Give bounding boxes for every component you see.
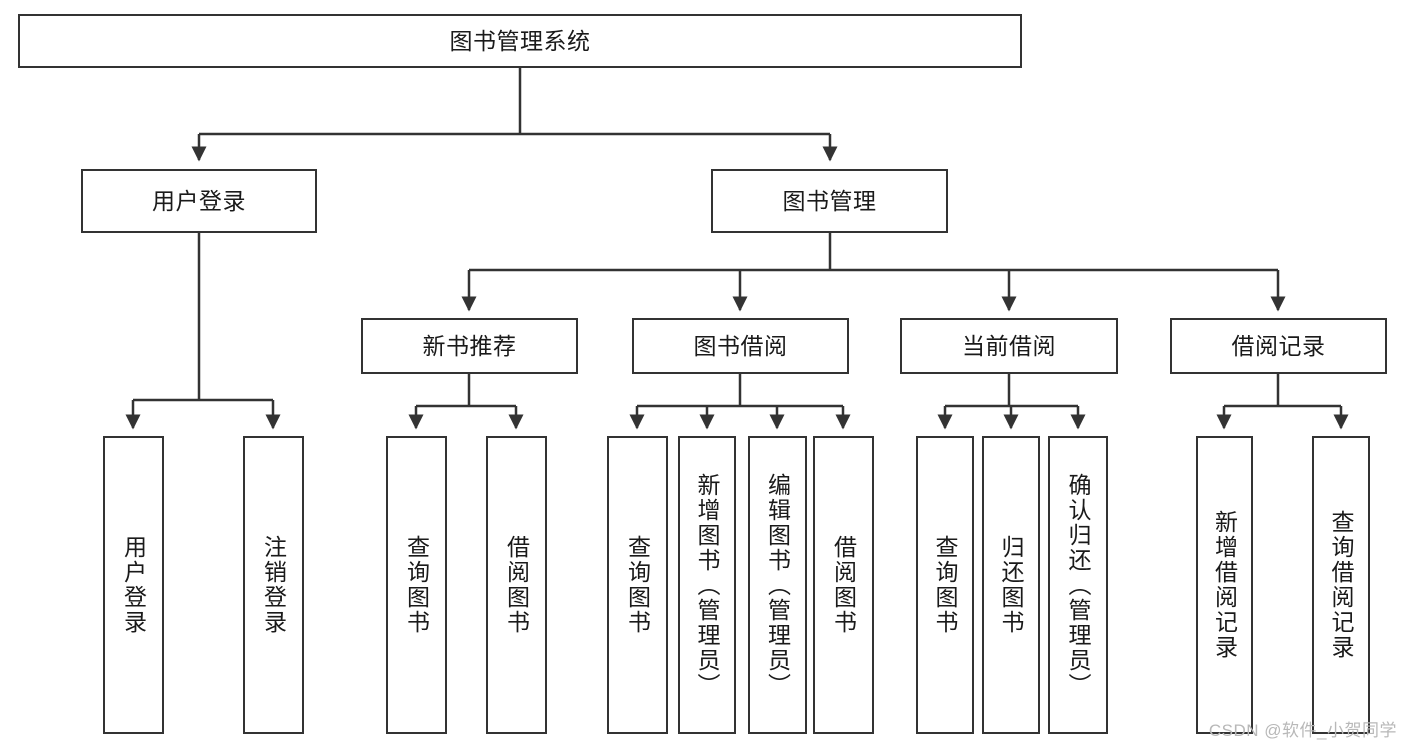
node-level3-1[interactable]: 新书推荐 — [361, 318, 578, 374]
node-label: 当前借阅 — [962, 332, 1056, 359]
node-leaf-2[interactable]: 注销登录 — [243, 436, 304, 734]
node-label: 借阅记录 — [1231, 332, 1326, 359]
node-label: 用户登录 — [152, 187, 246, 214]
csdn-watermark: CSDN @软件_小贺同学 — [1208, 721, 1397, 740]
node-root[interactable]: 图书管理系统 — [18, 14, 1022, 68]
node-label: 图书管理 — [782, 187, 877, 214]
node-level2-1[interactable]: 用户登录 — [81, 169, 317, 233]
node-label: 图书借阅 — [693, 332, 788, 359]
node-leaf-5[interactable]: 查询图书 — [607, 436, 668, 734]
node-leaf-7[interactable]: 编辑图书（管理员） — [748, 436, 807, 734]
node-label: 图书管理系统 — [449, 27, 591, 54]
node-label: 借阅图书 — [830, 535, 857, 635]
node-label: 新增图书（管理员） — [694, 472, 721, 698]
node-leaf-11[interactable]: 确认归还（管理员） — [1048, 436, 1108, 734]
node-leaf-12[interactable]: 新增借阅记录 — [1196, 436, 1253, 734]
node-leaf-8[interactable]: 借阅图书 — [813, 436, 874, 734]
node-leaf-13[interactable]: 查询借阅记录 — [1312, 436, 1370, 734]
node-label: 查询借阅记录 — [1328, 510, 1355, 660]
node-label: 查询图书 — [403, 535, 430, 635]
node-level2-2[interactable]: 图书管理 — [711, 169, 948, 233]
node-leaf-6[interactable]: 新增图书（管理员） — [678, 436, 736, 734]
node-label: 新书推荐 — [422, 332, 517, 359]
node-leaf-4[interactable]: 借阅图书 — [486, 436, 547, 734]
node-leaf-10[interactable]: 归还图书 — [982, 436, 1040, 734]
node-leaf-3[interactable]: 查询图书 — [386, 436, 447, 734]
node-label: 归还图书 — [998, 535, 1025, 635]
node-leaf-1[interactable]: 用户登录 — [103, 436, 164, 734]
node-leaf-9[interactable]: 查询图书 — [916, 436, 974, 734]
node-label: 借阅图书 — [503, 535, 530, 635]
node-label: 编辑图书（管理员） — [764, 472, 791, 698]
node-level3-3[interactable]: 当前借阅 — [900, 318, 1118, 374]
node-level3-4[interactable]: 借阅记录 — [1170, 318, 1387, 374]
node-label: 确认归还（管理员） — [1065, 472, 1092, 698]
node-label: 用户登录 — [120, 535, 147, 635]
node-label: 查询图书 — [932, 535, 959, 635]
node-level3-2[interactable]: 图书借阅 — [632, 318, 849, 374]
node-label: 查询图书 — [624, 535, 651, 635]
node-label: 注销登录 — [260, 535, 287, 635]
node-label: 新增借阅记录 — [1211, 510, 1238, 660]
